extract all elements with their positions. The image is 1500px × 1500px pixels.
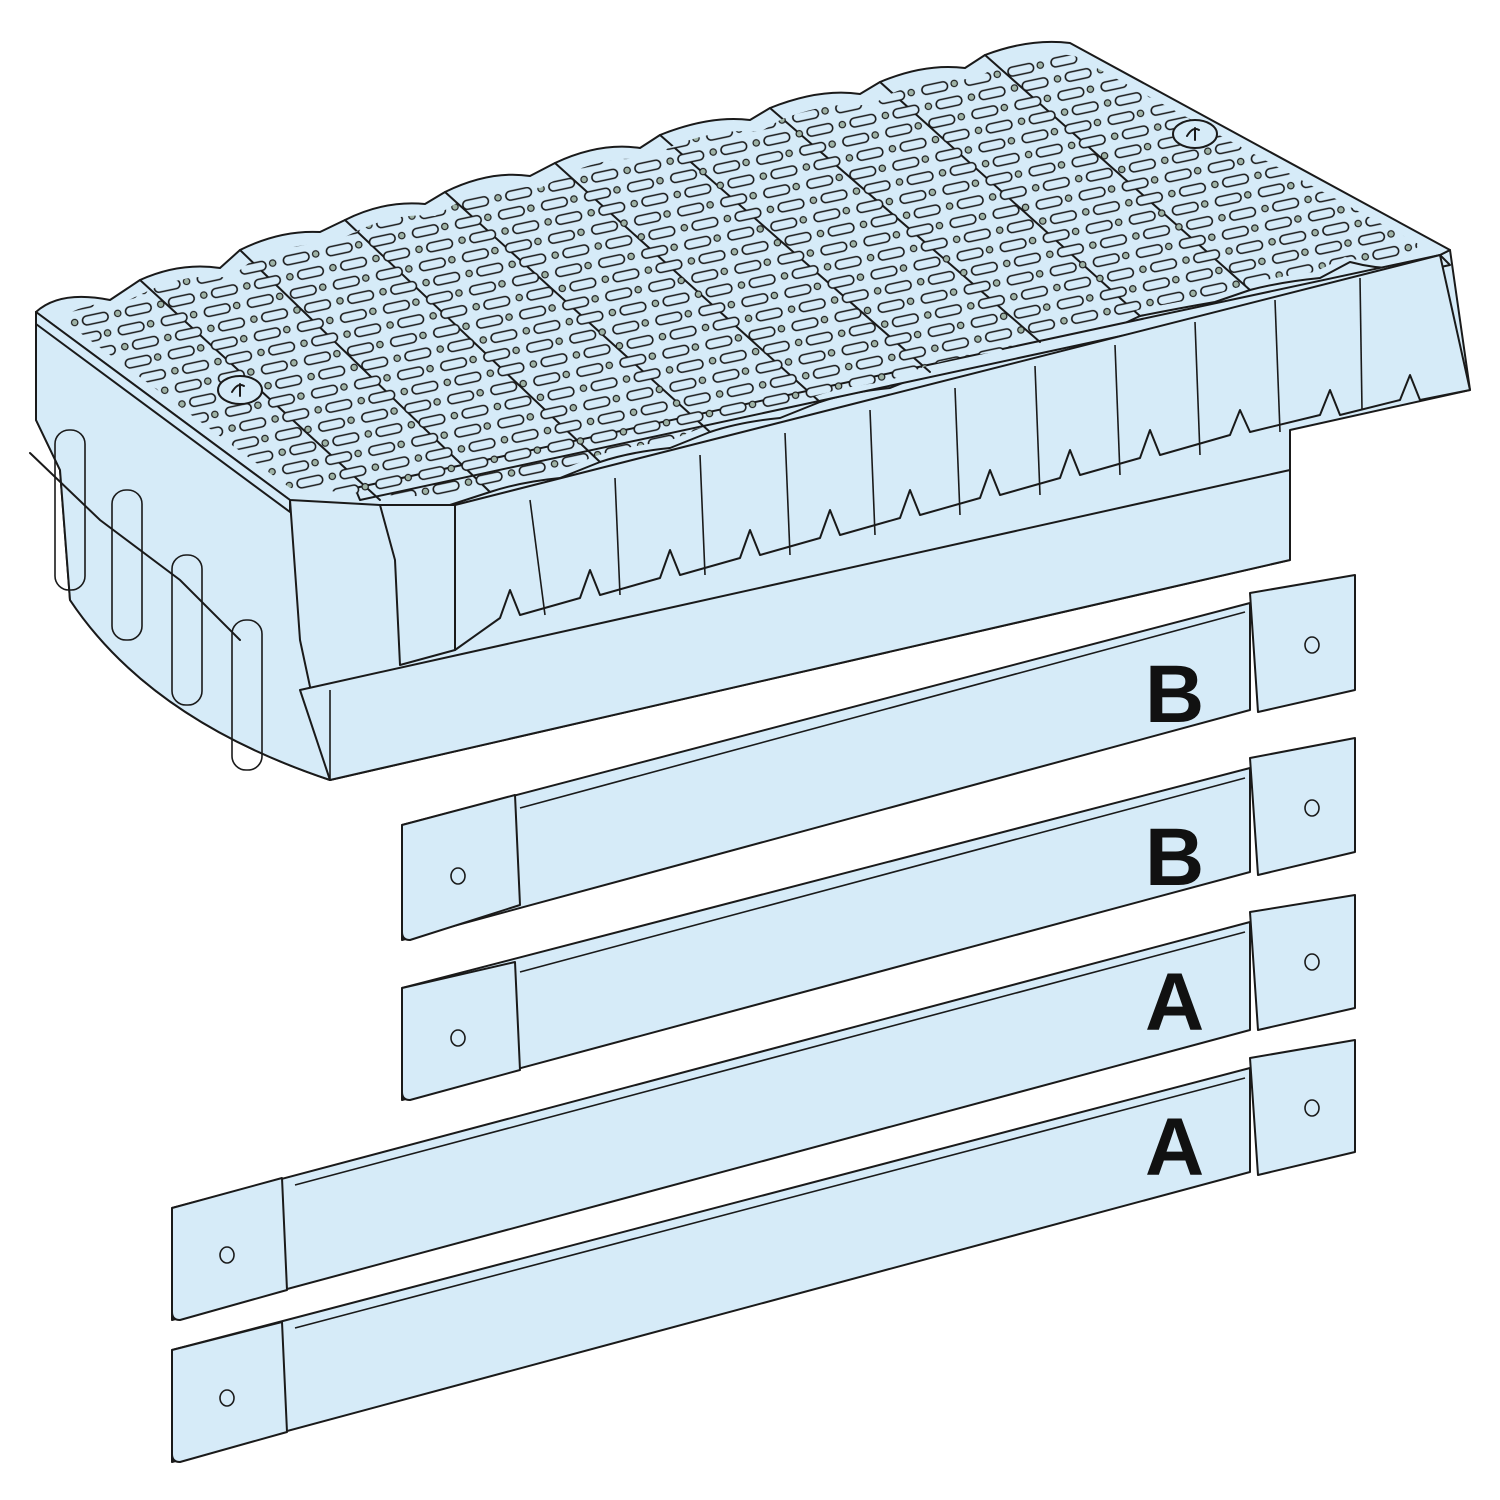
side-hooks [29, 429, 263, 771]
busbar-label: B [1145, 812, 1204, 903]
busbar-b-1: B [401, 574, 1356, 941]
bolt-hole [450, 1029, 466, 1047]
busbar-a-1: A [171, 894, 1356, 1321]
busbar-b-2: B [401, 737, 1356, 1101]
busbar-a-2: A [171, 1039, 1356, 1463]
bolt-hole [1304, 953, 1320, 971]
screw-icon [217, 375, 263, 405]
bolt-hole [1304, 1099, 1320, 1117]
bolt-hole [219, 1389, 235, 1407]
busbar-label: B [1145, 649, 1204, 740]
bolt-hole [1304, 799, 1320, 817]
busbar-label: A [1145, 957, 1204, 1048]
bolt-hole [1304, 636, 1320, 654]
tray-front-skirt [379, 254, 1471, 666]
bolt-hole [219, 1246, 235, 1264]
busbar-label: A [1145, 1102, 1204, 1193]
screw-icon [1172, 119, 1218, 149]
busbar-tray [29, 40, 1471, 781]
bolt-hole [450, 867, 466, 885]
